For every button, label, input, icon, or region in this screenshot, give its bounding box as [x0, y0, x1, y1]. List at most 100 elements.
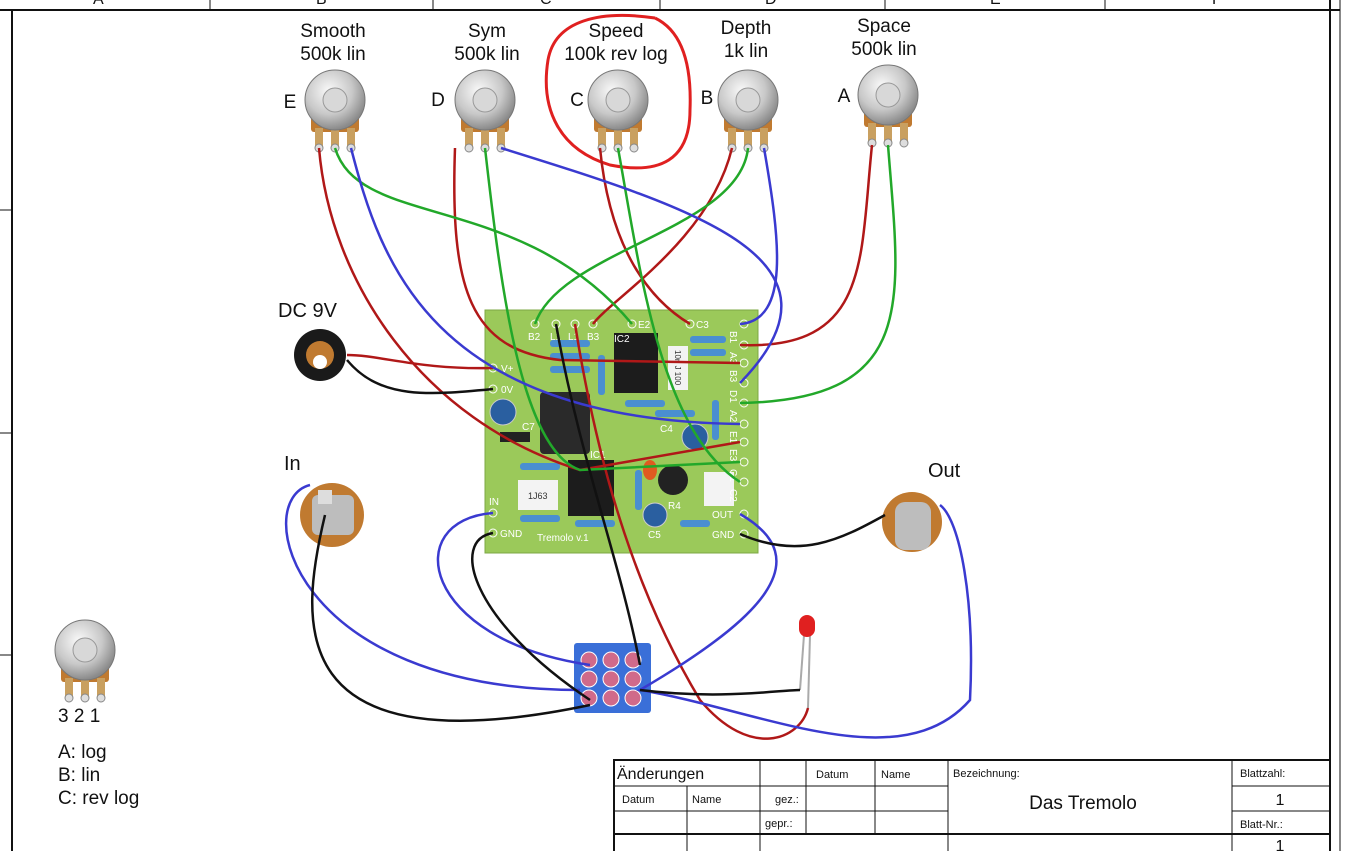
pot-space [857, 64, 919, 148]
pot-letter: D [431, 90, 445, 111]
column-label: E [990, 0, 1001, 8]
pcb-pad-label: D1 [727, 390, 738, 403]
pot-value: 100k rev log [564, 44, 668, 65]
legend-line: A: log [58, 742, 107, 763]
pcb-pad-label: B3 [727, 370, 738, 383]
footswitch-3pdt [574, 643, 651, 713]
pot-value: 1k lin [724, 41, 768, 62]
pcb-pad-label: C2 [727, 489, 738, 502]
tb-gepr: gepr.: [765, 818, 793, 830]
legend-line: B: lin [58, 765, 100, 786]
pcb-board: 1J63 10n J 100 Tremolo v.1 B2 L1 L1 B3 [484, 309, 759, 554]
svg-text:IC2: IC2 [614, 334, 630, 345]
tb-blattzahl: 1 [1276, 792, 1285, 809]
switch-lug [602, 651, 620, 669]
pcb-pad-label: E3 [727, 449, 738, 462]
svg-text:GND: GND [500, 529, 522, 540]
pot-letter: E [284, 92, 297, 113]
pot-name: Speed [589, 21, 644, 42]
led [799, 615, 815, 709]
pot-letter: A [838, 86, 851, 107]
svg-text:V+: V+ [501, 364, 514, 375]
pot-value: 500k lin [851, 39, 917, 60]
pcb-pad-label: E1 [727, 431, 738, 444]
tb-blattzahl-label: Blattzahl: [1240, 768, 1285, 780]
svg-text:C7: C7 [522, 422, 535, 433]
column-label: F [1212, 0, 1222, 8]
pot-letter: C [570, 90, 584, 111]
pcb-top-pads: B2 L1 L1 B3 E2 C3 IC2 IC1 C4 C5 C7 R4 [522, 319, 709, 541]
ic2-chip [614, 333, 658, 393]
tb-name: Name [881, 769, 910, 781]
title-block [613, 759, 1331, 851]
tb-name: Name [692, 794, 721, 806]
capacitor-c7 [489, 398, 517, 426]
pot-sym [454, 69, 516, 153]
pot-name: Sym [468, 21, 506, 42]
capacitor-1j63 [518, 480, 558, 510]
pot-speed [587, 69, 649, 153]
column-label: C [540, 0, 552, 8]
svg-text:C4: C4 [660, 424, 673, 435]
pcb-pad-label: GND [712, 530, 734, 541]
svg-text:L1: L1 [568, 332, 580, 343]
column-label: D [765, 0, 777, 8]
tb-bezeichnung-label: Bezeichnung: [953, 768, 1020, 780]
svg-text:L1: L1 [550, 332, 562, 343]
output-jack [882, 492, 942, 552]
speed-highlight-circle [544, 14, 692, 170]
pcb-pad-label: A3 [727, 352, 738, 365]
svg-text:E2: E2 [638, 320, 651, 331]
optocoupler [540, 392, 590, 454]
column-label: A [93, 0, 104, 8]
svg-text:0V: 0V [501, 385, 514, 396]
input-jack-label: In [284, 453, 301, 475]
pot-letter: B [701, 88, 714, 109]
legend-pot [54, 619, 116, 703]
capacitor-c5 [642, 502, 668, 528]
legend-pin-numbers: 3 2 1 [58, 706, 100, 727]
input-jack [300, 483, 364, 547]
svg-text:C3: C3 [696, 320, 709, 331]
svg-text:C5: C5 [648, 530, 661, 541]
pot-smooth [304, 69, 366, 153]
legend-line: C: rev log [58, 788, 139, 809]
pot-depth [717, 69, 779, 153]
pot-name: Smooth [300, 21, 365, 42]
tb-aenderungen: Änderungen [617, 765, 704, 783]
pot-value: 500k lin [454, 44, 520, 65]
pot-name: Depth [721, 18, 772, 39]
svg-text:B3: B3 [587, 332, 600, 343]
tb-blatt-nr-label: Blatt-Nr.: [1240, 819, 1283, 831]
pcb-pad-label: OUT [712, 510, 733, 521]
svg-text:B2: B2 [528, 332, 541, 343]
switch-lug [602, 670, 620, 688]
dc-jack-label: DC 9V [278, 300, 338, 322]
pot-name: Space [857, 16, 911, 37]
column-label: B [316, 0, 327, 8]
switch-lug [602, 689, 620, 707]
pcb-pad-label: A2 [727, 410, 738, 423]
wires [284, 144, 973, 740]
tb-gez: gez.: [775, 794, 799, 806]
pcb-pad-label: B1 [727, 331, 738, 344]
tb-blatt-nr: 1 [1276, 838, 1285, 851]
switch-lug [580, 670, 598, 688]
capacitor-10n-label: 10n J 100 [673, 350, 682, 386]
pcb-name: Tremolo v.1 [537, 533, 589, 544]
tb-datum: Datum [816, 769, 848, 781]
svg-text:IN: IN [489, 497, 499, 508]
output-jack-label: Out [928, 460, 961, 482]
svg-text:IC1: IC1 [590, 450, 606, 461]
switch-lug [624, 689, 642, 707]
svg-text:R4: R4 [668, 501, 681, 512]
capacitor-1j63-label: 1J63 [528, 491, 548, 501]
pot-value: 500k lin [300, 44, 366, 65]
tb-datum: Datum [622, 794, 654, 806]
tb-title: Das Tremolo [1029, 793, 1137, 814]
trimmer-r4 [658, 465, 688, 495]
capacitor-10n [668, 346, 688, 390]
dc-jack [294, 329, 346, 381]
